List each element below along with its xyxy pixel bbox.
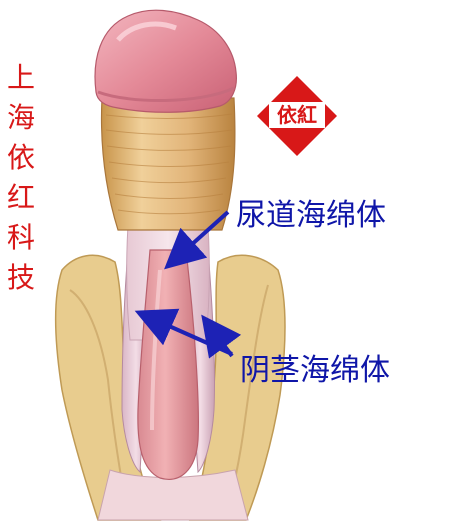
corpus-spongiosum xyxy=(138,250,199,479)
logo-text: 依紅 xyxy=(277,103,317,127)
cavernosa-label: 阴茎海绵体 xyxy=(240,345,390,389)
brand-vertical-text: 上海依红科技 xyxy=(4,58,38,298)
logo: 依紅 xyxy=(257,76,337,156)
urethral-label: 尿道海绵体 xyxy=(236,190,386,234)
